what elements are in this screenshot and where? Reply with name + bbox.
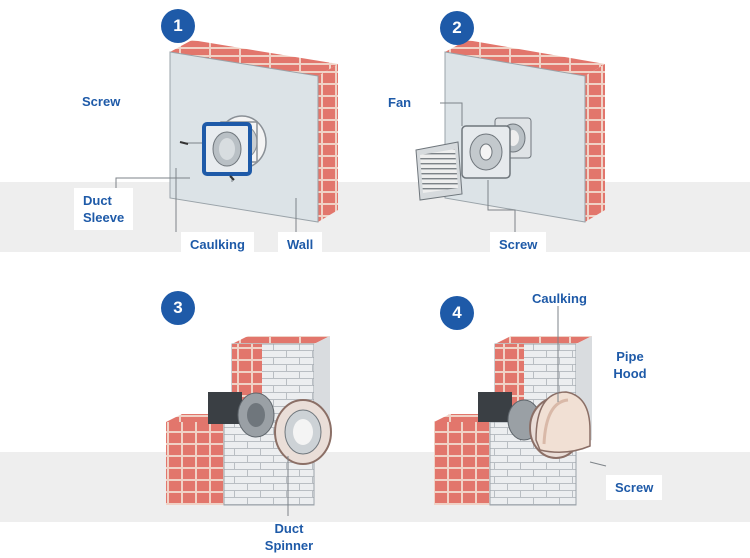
label-screw-4: Screw bbox=[606, 475, 663, 500]
step-badge-3: 3 bbox=[161, 291, 195, 325]
label-caulking-1: Caulking bbox=[181, 232, 254, 257]
label-screw-1: Screw bbox=[82, 94, 121, 109]
screw-icon bbox=[179, 141, 189, 145]
label-fan: Fan bbox=[388, 95, 412, 110]
duct-spinner-3 bbox=[237, 392, 332, 465]
duct-sleeve-1 bbox=[202, 115, 267, 176]
leader-lines-4 bbox=[557, 306, 607, 467]
pipe-hood-4 bbox=[507, 391, 591, 459]
label-caulking-4: Caulking bbox=[532, 291, 587, 306]
label-screw-2: Screw bbox=[490, 232, 547, 257]
duct-spinner-line-1: Duct bbox=[274, 521, 304, 536]
duct-sleeve-line-2: Sleeve bbox=[83, 210, 125, 225]
wall-block-3 bbox=[166, 336, 330, 506]
pipe-hood-line-2: Hood bbox=[613, 366, 647, 381]
fan-assembly-2 bbox=[415, 117, 532, 201]
duct-spinner-line-2: Spinner bbox=[264, 538, 314, 553]
pipe-hood-line-1: Pipe bbox=[616, 349, 644, 364]
screw-icon bbox=[229, 175, 235, 181]
step-badge-4: 4 bbox=[440, 296, 474, 330]
label-wall: Wall bbox=[278, 232, 323, 257]
duct-sleeve-line-1: Duct bbox=[83, 193, 112, 208]
step-badge-1: 1 bbox=[161, 9, 195, 43]
step-badge-2: 2 bbox=[440, 11, 474, 45]
label-duct-sleeve: Duct Sleeve bbox=[74, 188, 134, 230]
label-duct-spinner: Duct Spinner bbox=[255, 520, 323, 554]
label-pipe-hood: Pipe Hood bbox=[608, 348, 652, 382]
leader-lines-2 bbox=[440, 102, 516, 232]
